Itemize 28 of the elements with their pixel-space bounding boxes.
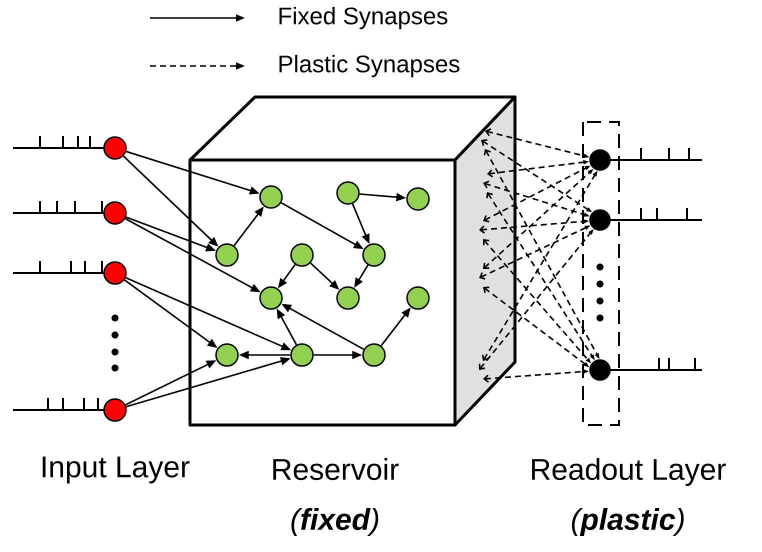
legend-label: Plastic Synapses	[280, 54, 460, 78]
reservoir-neuron	[406, 286, 430, 310]
layer-label: Input Layer	[42, 456, 190, 484]
readout-box: Readout Layer (plastic)	[532, 121, 726, 536]
input-neuron	[103, 398, 127, 422]
reservoir-neuron	[362, 343, 386, 367]
reservoir-neuron	[406, 187, 430, 211]
node-label: (plastic)	[572, 508, 684, 536]
input-neuron	[103, 261, 127, 285]
input-neuron	[103, 201, 127, 225]
reservoir-neuron	[290, 343, 314, 367]
reservoir-neuron	[362, 243, 386, 267]
reservoir-neuron	[259, 286, 283, 310]
readout-neuron	[589, 149, 611, 171]
node-label: Reservoir	[273, 458, 399, 480]
legend-label: Fixed Synapses	[280, 6, 448, 30]
readout-neuron	[589, 359, 611, 381]
node-label: (fixed)	[291, 508, 378, 536]
reservoir-neuron	[336, 286, 360, 310]
node-label: Readout Layer	[532, 458, 726, 486]
input-neuron	[103, 136, 127, 160]
reservoir-neuron	[215, 343, 239, 367]
reservoir-neuron	[215, 243, 239, 267]
readout-neuron	[589, 209, 611, 231]
reservoir-neuron	[259, 185, 283, 209]
reservoir-neuron	[290, 243, 314, 267]
reservoir-cube: Reservoir (fixed)	[188, 96, 516, 536]
reservoir-neuron	[336, 181, 360, 205]
